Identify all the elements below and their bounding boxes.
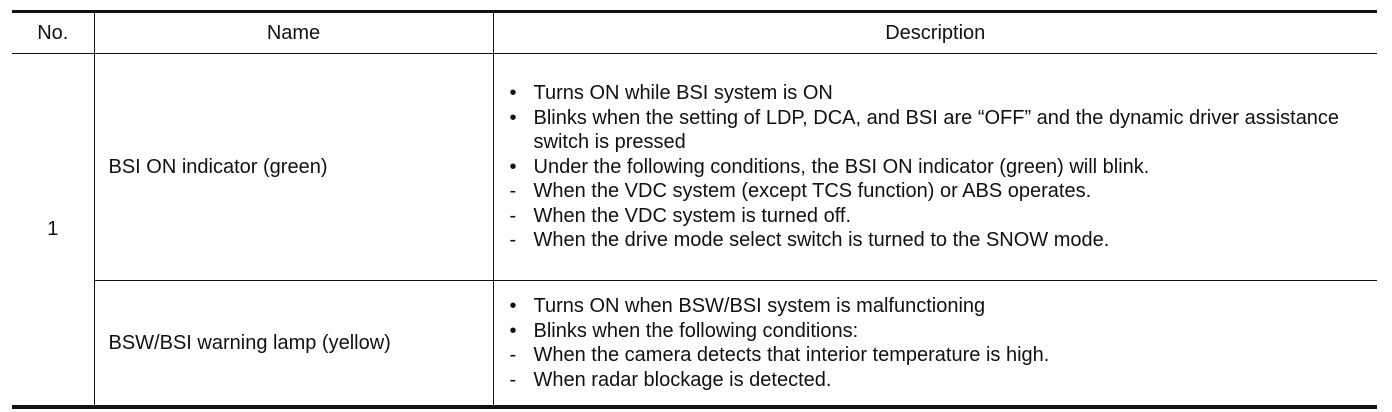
item-description-bsi-on-indicator: • Turns ON while BSI system is ON • Blinks… (492, 53, 1377, 281)
row-number: 1 (47, 218, 59, 240)
description-list: • Turns ON when BSW/BSI system is malfunc… (508, 294, 1366, 392)
bullet-marker: • (509, 295, 517, 317)
description-line: • Under the following conditions, the BSI… (508, 155, 1366, 180)
bullet-marker: • (509, 319, 517, 342)
description-text: When the VDC system is turned off. (533, 204, 852, 227)
item-description-bsw-bsi-warning-lamp: • Turns ON when BSW/BSI system is malfunc… (492, 280, 1377, 407)
description-line: • Turns ON while BSI system is ON (508, 81, 1366, 106)
dash-marker: - (509, 344, 517, 366)
dash-marker: - (509, 229, 517, 252)
description-text: Blinks when the setting of LDP, DCA, and… (533, 106, 1340, 154)
description-text: Blinks when the following conditions: (533, 319, 859, 342)
description-text: Under the following conditions, the BSI … (533, 155, 1150, 178)
description-text: When radar blockage is detected. (533, 368, 832, 391)
header-name: Name (93, 11, 493, 54)
item-name-bsw-bsi-warning-lamp: BSW/BSI warning lamp (yellow) (93, 280, 493, 407)
item-name-bsi-on-indicator: BSI ON indicator (green) (93, 53, 493, 281)
description-line: • Blinks when the following conditions: (508, 319, 1366, 344)
description-list: • Turns ON while BSI system is ON • Blinks… (508, 81, 1366, 253)
table-header-row: No. Name Description (12, 11, 1377, 54)
description-line: • Turns ON when BSW/BSI system is malfunc… (508, 294, 1366, 319)
dash-marker: - (509, 368, 517, 391)
description-line: -When the drive mode select switch is tu… (508, 228, 1366, 253)
table-row: BSW/BSI warning lamp (yellow) • Turns ON … (12, 280, 1377, 407)
bullet-marker: • (509, 106, 517, 129)
header-description: Description (492, 11, 1377, 54)
header-no: No. (12, 11, 94, 54)
description-text: When the VDC system (except TCS function… (533, 180, 1092, 203)
description-line: -When the VDC system is turned off. (508, 204, 1366, 229)
description-line: • Blinks when the setting of LDP, DCA, an… (508, 106, 1366, 155)
description-text: When the camera detects that interior te… (533, 344, 1050, 366)
dash-marker: - (509, 204, 517, 227)
description-line: -When the VDC system (except TCS functio… (508, 179, 1366, 204)
table-row: 1 BSI ON indicator (green) • Turns ON whi… (12, 53, 1377, 281)
indicator-spec-table: No. Name Description 1 BSI ON indicator … (12, 10, 1377, 409)
description-line: -When radar blockage is detected. (508, 368, 1366, 393)
description-text: When the drive mode select switch is tur… (533, 229, 1110, 252)
description-text: Turns ON when BSW/BSI system is malfunct… (533, 295, 986, 317)
dash-marker: - (509, 180, 517, 203)
bullet-marker: • (509, 155, 517, 178)
description-line: -When the camera detects that interior t… (508, 343, 1366, 368)
bullet-marker: • (509, 82, 517, 105)
description-text: Turns ON while BSI system is ON (533, 82, 833, 105)
